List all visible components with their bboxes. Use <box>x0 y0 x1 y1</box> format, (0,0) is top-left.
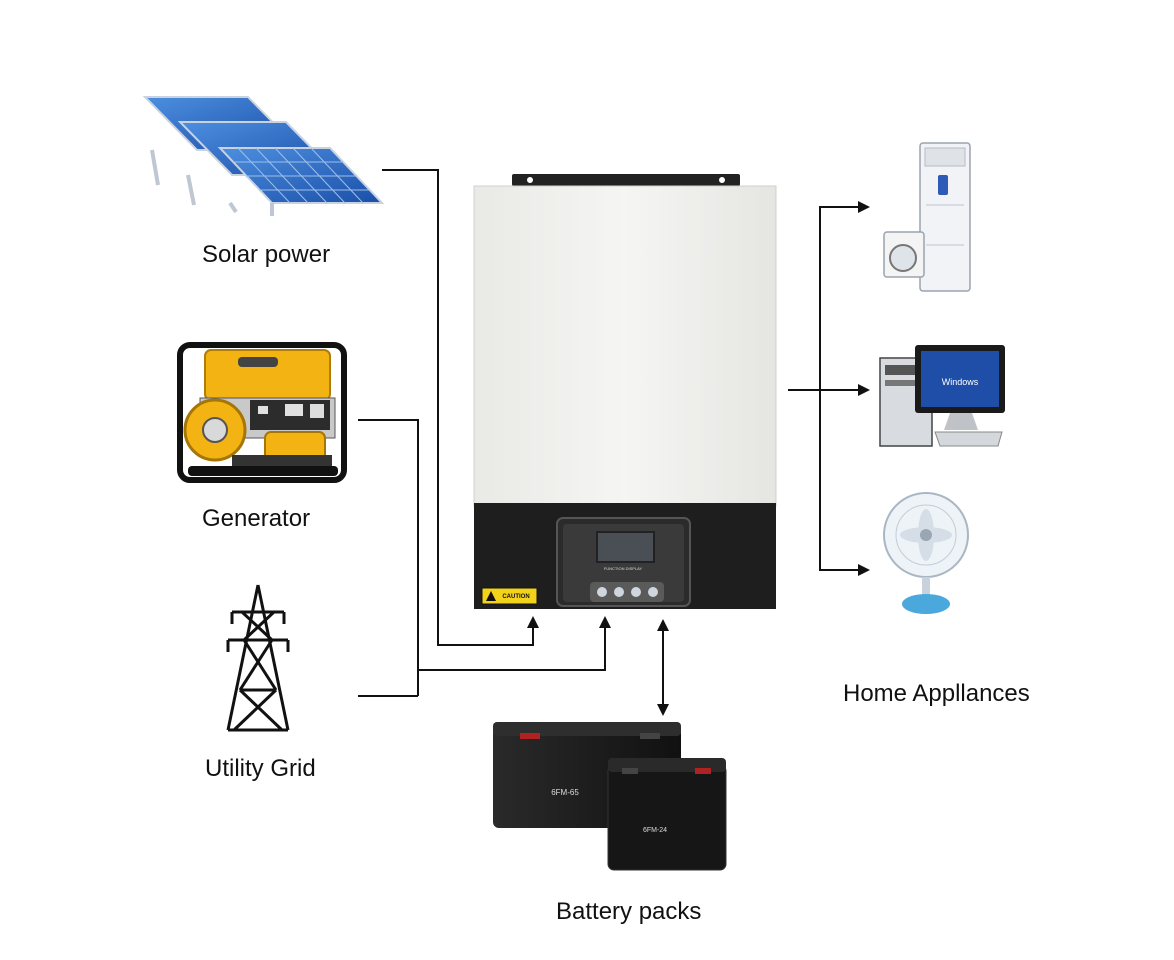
inverter-button-3[interactable] <box>631 587 641 597</box>
merged-ac-connector <box>418 616 611 671</box>
monitor-screen-text: Windows <box>942 377 979 387</box>
inverter-button-2[interactable] <box>614 587 624 597</box>
small-battery-model: 6FM-24 <box>643 827 667 834</box>
fan-icon <box>883 492 969 614</box>
computer-icon: Windows <box>879 345 1005 447</box>
solar-panels-icon <box>142 96 385 216</box>
generator-connector <box>358 419 419 696</box>
battery-packs-icon: 6FM-65 6FM-24 <box>493 722 727 871</box>
inverter-unit: FUNCTION DISPLAY CAUTION <box>473 174 777 609</box>
generator-icon <box>177 342 347 483</box>
connector-lines <box>358 169 870 716</box>
inverter-button-1[interactable] <box>597 587 607 597</box>
home-appliances-label: Home Appllances <box>843 680 1030 707</box>
solar-connector <box>382 169 539 646</box>
large-battery-model: 6FM-65 <box>551 788 579 797</box>
output-trunk <box>819 206 866 571</box>
caution-text: CAUTION <box>502 594 529 600</box>
air-conditioner-icon <box>919 142 971 292</box>
caution-sticker <box>481 587 538 605</box>
battery-packs-label: Battery packs <box>556 898 702 925</box>
generator-label: Generator <box>202 505 311 532</box>
inverter-button-4[interactable] <box>648 587 658 597</box>
washing-machine-icon <box>883 231 925 278</box>
function-display-label: FUNCTION DISPLAY <box>604 566 643 571</box>
solar-power-label: Solar power <box>202 241 331 268</box>
utility-grid-label: Utility Grid <box>205 755 316 782</box>
utility-tower-icon <box>226 584 290 732</box>
